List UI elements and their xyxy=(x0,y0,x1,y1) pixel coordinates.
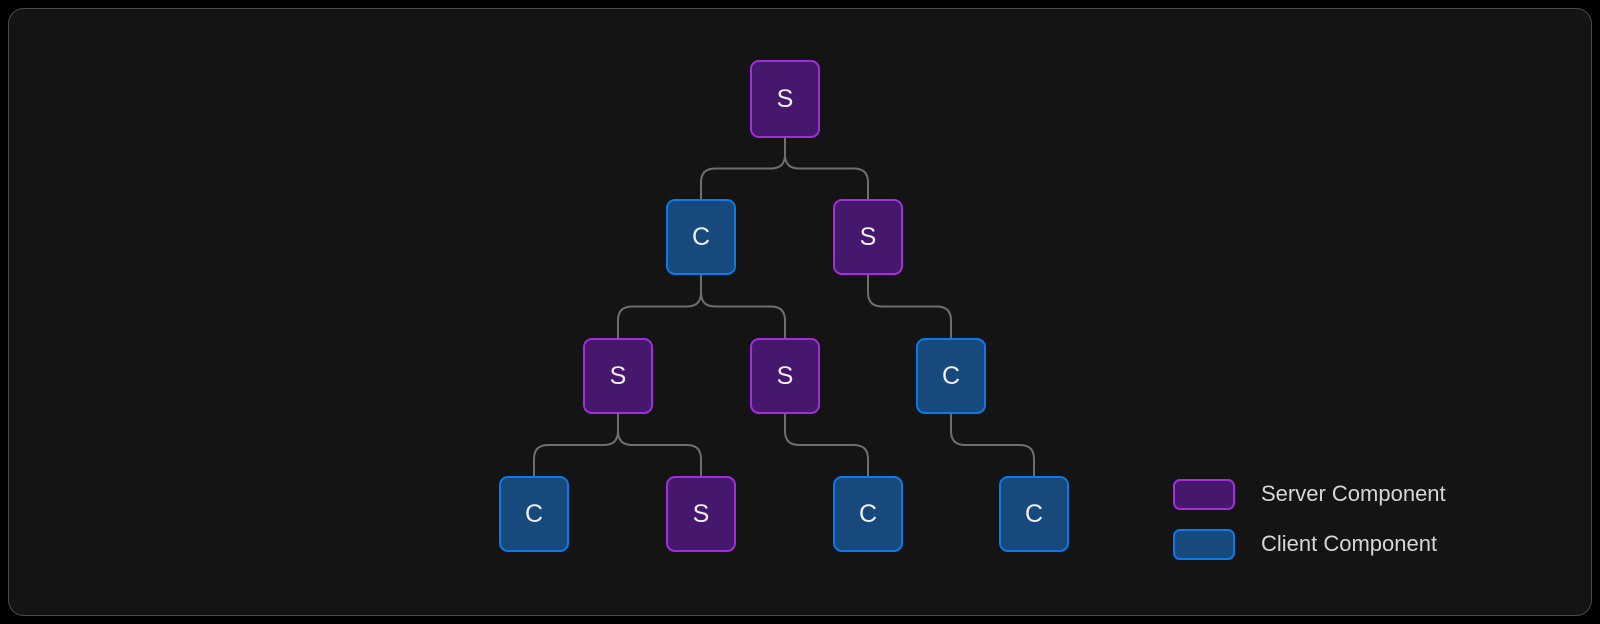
tree-node-client-n1[interactable]: C xyxy=(666,199,736,275)
tree-node-client-n8[interactable]: C xyxy=(833,476,903,552)
tree-edge-n5-n9 xyxy=(950,413,1035,477)
tree-node-label: S xyxy=(776,361,794,390)
tree-node-server-n2[interactable]: S xyxy=(833,199,903,275)
tree-node-label: C xyxy=(691,222,711,251)
tree-node-label: S xyxy=(859,222,877,251)
legend-swatch-server xyxy=(1173,478,1235,510)
tree-node-server-n7[interactable]: S xyxy=(666,476,736,552)
tree-node-server-n3[interactable]: S xyxy=(583,338,653,414)
tree-node-server-n4[interactable]: S xyxy=(750,338,820,414)
tree-edge-n3-n7 xyxy=(617,413,702,477)
tree-node-client-n5[interactable]: C xyxy=(916,338,986,414)
tree-node-label: S xyxy=(692,499,710,528)
legend-item-server: Server Component xyxy=(1173,469,1446,519)
legend-item-client: Client Component xyxy=(1173,519,1446,569)
tree-node-label: C xyxy=(858,499,878,528)
tree-node-label: S xyxy=(609,361,627,390)
tree-edge-n1-n4 xyxy=(700,274,786,339)
tree-node-label: C xyxy=(524,499,544,528)
legend-label-server: Server Component xyxy=(1261,481,1446,506)
tree-node-label: C xyxy=(1024,499,1044,528)
tree-edge-n4-n8 xyxy=(784,413,869,477)
tree-edge-n3-n6 xyxy=(533,413,619,477)
legend-swatch-client xyxy=(1173,528,1235,560)
tree-node-client-n6[interactable]: C xyxy=(499,476,569,552)
tree-node-label: C xyxy=(941,361,961,390)
tree-edge-n1-n3 xyxy=(617,274,702,339)
legend-label-client: Client Component xyxy=(1261,531,1438,556)
tree-node-label: S xyxy=(776,84,794,113)
tree-node-client-n9[interactable]: C xyxy=(999,476,1069,552)
tree-edge-n0-n2 xyxy=(784,137,869,200)
tree-node-server-n0[interactable]: S xyxy=(750,60,820,138)
tree-edge-n2-n5 xyxy=(867,274,952,339)
tree-edge-n0-n1 xyxy=(700,137,786,200)
